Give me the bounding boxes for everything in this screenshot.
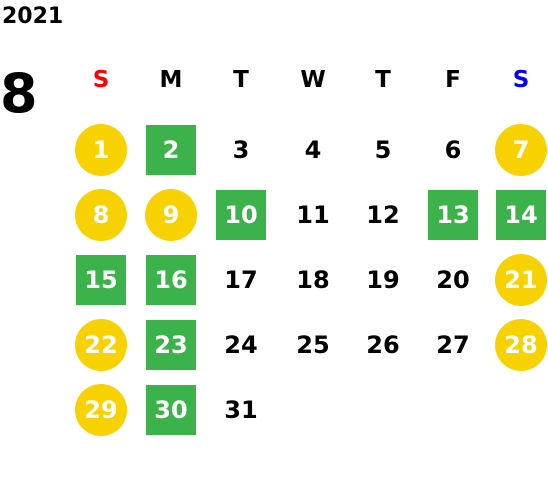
day-2: 2: [146, 125, 196, 175]
day-30: 30: [146, 385, 196, 435]
day-25: 25: [296, 331, 330, 359]
day-23: 23: [146, 320, 196, 370]
weekday-mon: M: [159, 67, 183, 93]
day-19: 19: [366, 266, 400, 294]
month-number: 8: [0, 62, 38, 125]
day-16: 16: [146, 255, 196, 305]
weekday-thu: T: [375, 67, 391, 93]
weekday-sun: S: [92, 67, 110, 93]
weekday-tue: T: [233, 67, 249, 93]
day-15: 15: [76, 255, 126, 305]
year-label: 2021: [2, 4, 64, 29]
day-8: 8: [75, 189, 127, 241]
day-18: 18: [296, 266, 330, 294]
day-11: 11: [296, 201, 330, 229]
day-6: 6: [444, 136, 462, 164]
day-26: 26: [366, 331, 400, 359]
day-29: 29: [75, 384, 127, 436]
day-4: 4: [304, 136, 322, 164]
day-31: 31: [224, 396, 258, 424]
weekday-sat: S: [512, 67, 530, 93]
day-1: 1: [75, 124, 127, 176]
day-22: 22: [75, 319, 127, 371]
day-3: 3: [232, 136, 250, 164]
weekday-wed: W: [300, 67, 326, 93]
weekday-fri: F: [445, 67, 461, 93]
day-27: 27: [436, 331, 470, 359]
day-24: 24: [224, 331, 258, 359]
day-5: 5: [374, 136, 392, 164]
day-20: 20: [436, 266, 470, 294]
day-13: 13: [428, 190, 478, 240]
day-17: 17: [224, 266, 258, 294]
day-28: 28: [495, 319, 547, 371]
day-9: 9: [145, 189, 197, 241]
day-14: 14: [496, 190, 546, 240]
day-12: 12: [366, 201, 400, 229]
day-7: 7: [495, 124, 547, 176]
day-21: 21: [495, 254, 547, 306]
day-10: 10: [216, 190, 266, 240]
